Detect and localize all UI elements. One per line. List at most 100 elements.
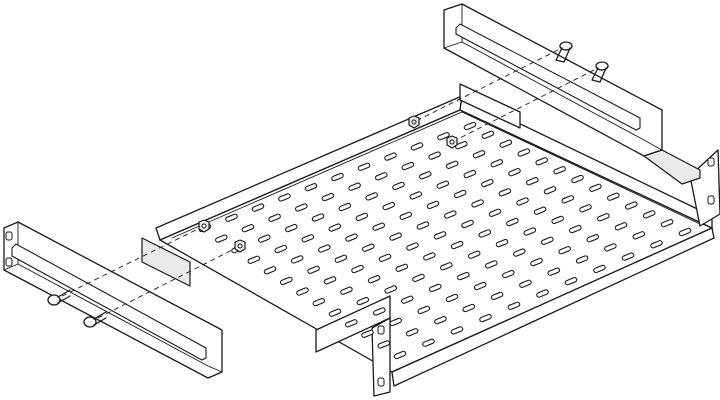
align-line xyxy=(451,65,603,143)
vent-slot xyxy=(401,161,415,171)
vent-slot xyxy=(575,255,589,264)
vent-slot xyxy=(607,192,620,201)
vent-slot xyxy=(488,208,502,217)
vent-slot xyxy=(632,231,646,240)
vent-slot xyxy=(389,317,402,327)
vent-slot xyxy=(502,269,515,279)
vent-slot xyxy=(426,200,440,210)
vent-slot xyxy=(290,255,304,264)
vent-slot xyxy=(589,183,602,192)
vent-slots xyxy=(198,121,692,360)
tray-back-tab xyxy=(459,83,521,129)
vent-slot xyxy=(541,236,554,245)
vent-slot xyxy=(311,213,325,222)
vent-slot xyxy=(660,219,674,228)
vent-slot xyxy=(323,276,337,285)
vent-slot xyxy=(490,159,504,168)
vent-slot xyxy=(258,234,271,243)
vent-slot xyxy=(247,255,261,264)
vent-slot xyxy=(535,157,548,166)
vent-slot xyxy=(318,244,331,253)
vent-slot xyxy=(274,244,288,254)
vent-slot xyxy=(340,286,353,295)
align-line xyxy=(413,45,567,123)
vent-slot xyxy=(450,240,464,250)
vent-slot xyxy=(495,238,509,248)
vent-slot xyxy=(251,203,265,212)
rail-right-flange xyxy=(643,149,701,185)
vent-slot xyxy=(401,295,414,304)
vent-slot xyxy=(547,267,561,276)
vent-slot xyxy=(361,329,374,338)
vent-slot xyxy=(463,121,477,131)
screw xyxy=(83,311,107,328)
nut xyxy=(408,115,420,129)
vent-slot xyxy=(561,195,575,204)
vent-slot xyxy=(384,285,397,294)
vent-slot xyxy=(473,281,487,291)
vent-slot xyxy=(445,293,459,303)
tray-front-lip xyxy=(391,227,715,387)
vent-slot xyxy=(450,326,464,335)
vent-slot xyxy=(523,227,537,236)
vent-slot xyxy=(536,289,549,298)
vent-slot xyxy=(597,213,610,222)
screw xyxy=(555,41,573,63)
vent-slot xyxy=(409,191,423,200)
vent-slot xyxy=(498,188,512,197)
align-line xyxy=(53,225,205,301)
vent-slot xyxy=(357,162,371,171)
rail-left-fold-end xyxy=(3,263,19,271)
align-line xyxy=(89,245,241,323)
vent-slot xyxy=(372,222,385,231)
vent-slot xyxy=(506,217,519,227)
vent-slot xyxy=(373,307,386,316)
vent-slot xyxy=(389,232,402,241)
vent-slot xyxy=(457,271,470,281)
rail-left-fold xyxy=(17,221,223,373)
tray-inner-edge xyxy=(171,111,701,239)
vent-slot xyxy=(508,168,521,177)
vent-slot xyxy=(312,297,326,307)
vent-slot xyxy=(328,308,342,317)
vent-slot xyxy=(614,222,628,231)
vent-slot xyxy=(678,227,692,237)
vent-slot xyxy=(472,150,486,159)
vent-slot xyxy=(278,193,291,202)
vent-slot xyxy=(445,160,459,169)
rail-hole xyxy=(5,231,13,241)
vent-slot xyxy=(422,338,435,347)
vent-slot xyxy=(471,199,484,208)
ear-hole xyxy=(707,195,715,205)
rail-right-fold-end xyxy=(443,41,463,49)
vent-slot xyxy=(533,206,547,215)
vent-slot xyxy=(378,253,392,262)
nut xyxy=(446,135,458,149)
vent-slot xyxy=(419,171,432,180)
vent-slot xyxy=(375,172,388,181)
vent-slot xyxy=(621,252,635,261)
vent-slot xyxy=(517,148,531,157)
screws xyxy=(47,41,609,328)
vent-slot xyxy=(485,260,498,269)
vent-slot xyxy=(345,319,358,328)
vent-slot xyxy=(377,340,391,349)
vent-slot xyxy=(479,313,492,323)
vent-slot xyxy=(304,183,318,192)
vent-slot xyxy=(416,221,430,230)
vent-slot xyxy=(355,212,369,222)
vent-slot xyxy=(406,242,419,251)
rail-right-slot xyxy=(455,23,641,131)
vent-slot xyxy=(440,262,453,271)
vent-slot xyxy=(296,287,309,296)
vent-slot xyxy=(331,172,344,182)
rail-left-slot xyxy=(11,243,207,361)
vent-slot xyxy=(334,254,348,263)
vent-slot xyxy=(417,305,431,315)
vent-slot xyxy=(362,243,375,252)
vent-slot xyxy=(399,211,413,220)
vent-slot xyxy=(280,276,293,286)
vent-slot xyxy=(382,201,396,211)
vent-slot xyxy=(543,186,557,195)
